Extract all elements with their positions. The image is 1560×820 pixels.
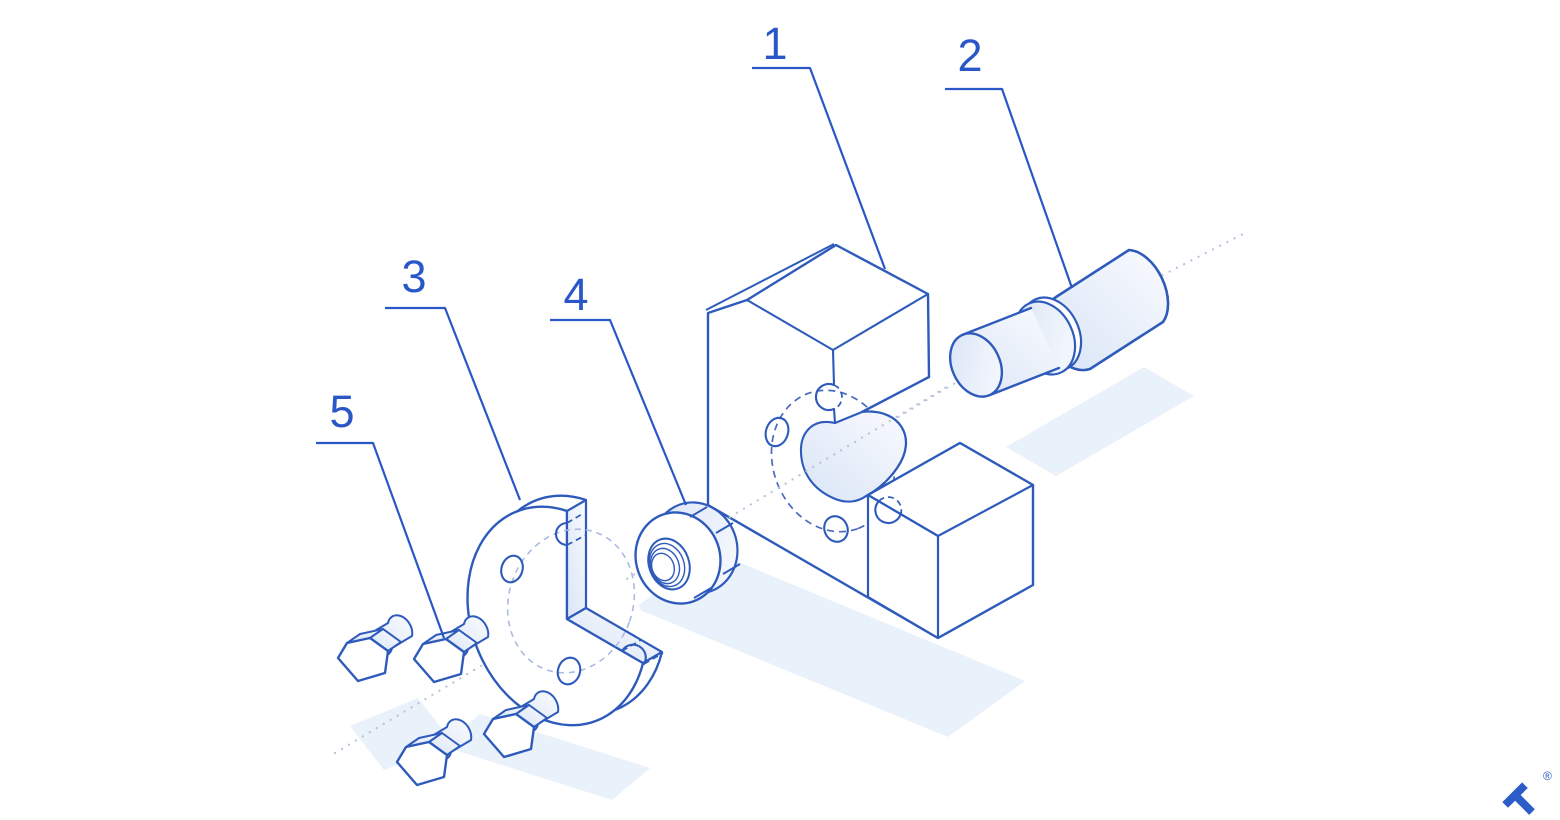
shaft-small-body-edges <box>960 306 1061 397</box>
callouts: 1 2 3 4 5 <box>316 18 1074 639</box>
callout-4: 4 <box>550 269 688 506</box>
shadow-band <box>1006 367 1194 476</box>
nut-thread-lines <box>648 542 686 588</box>
callout-2-label: 2 <box>957 30 982 81</box>
callout-5-label: 5 <box>329 386 354 437</box>
clamp-boss-front-face <box>866 493 940 640</box>
callout-1: 1 <box>752 18 887 270</box>
shadow-band <box>442 714 650 800</box>
clamp-half-hole-bottom-hidden <box>878 496 903 514</box>
shaft-end-face <box>948 332 1004 398</box>
clamp-saddle-bite-edge <box>799 420 868 503</box>
toptal-logo-mark <box>1502 782 1535 815</box>
clamp-top-cube-edges <box>745 292 930 425</box>
clamp-hole <box>823 515 849 543</box>
toptal-logo-icon: ® <box>1502 769 1552 815</box>
flange-front-face <box>466 505 645 727</box>
flange-notch-wall-bottom <box>565 606 664 665</box>
flange-hole <box>556 656 582 686</box>
callout-1-label: 1 <box>762 18 787 69</box>
callout-4-leader <box>550 318 688 506</box>
clamp-saddle-surface <box>800 411 906 502</box>
callout-3: 3 <box>385 251 522 501</box>
callout-2-leader <box>945 87 1074 289</box>
flange-hole <box>500 554 524 584</box>
callout-2: 2 <box>945 30 1074 289</box>
part-3-flange-bracket <box>466 494 664 727</box>
registered-trademark: ® <box>1543 769 1552 783</box>
clamp-half-hole-bottom <box>874 499 903 525</box>
part-4-nut <box>634 501 741 605</box>
clamp-half-hole-top-hidden <box>833 384 843 410</box>
part-1-clamp-body <box>705 243 1035 640</box>
callout-5: 5 <box>316 386 446 639</box>
callout-1-leader <box>752 66 887 270</box>
callout-3-label: 3 <box>401 251 426 302</box>
nut-hex-flat-lines <box>689 506 741 599</box>
part-2-shaft <box>948 248 1170 398</box>
bolt-1 <box>336 614 414 683</box>
flange-half-hole-bottom <box>620 643 647 666</box>
clamp-roof-sliver-line <box>705 243 835 311</box>
flange-half-hole-top <box>555 521 569 547</box>
shadow-band <box>635 551 1025 737</box>
flange-hole-dashes <box>621 639 664 665</box>
flange-bolt-circle-dashed <box>506 528 636 674</box>
clamp-hole <box>764 416 790 448</box>
callout-5-leader <box>316 441 446 639</box>
clamp-half-hole-top <box>814 382 836 412</box>
clamp-bolt-circle-dashed <box>770 389 896 533</box>
callout-4-label: 4 <box>563 269 588 320</box>
flange-hole-dashes <box>566 512 587 546</box>
callout-3-leader <box>385 306 522 501</box>
